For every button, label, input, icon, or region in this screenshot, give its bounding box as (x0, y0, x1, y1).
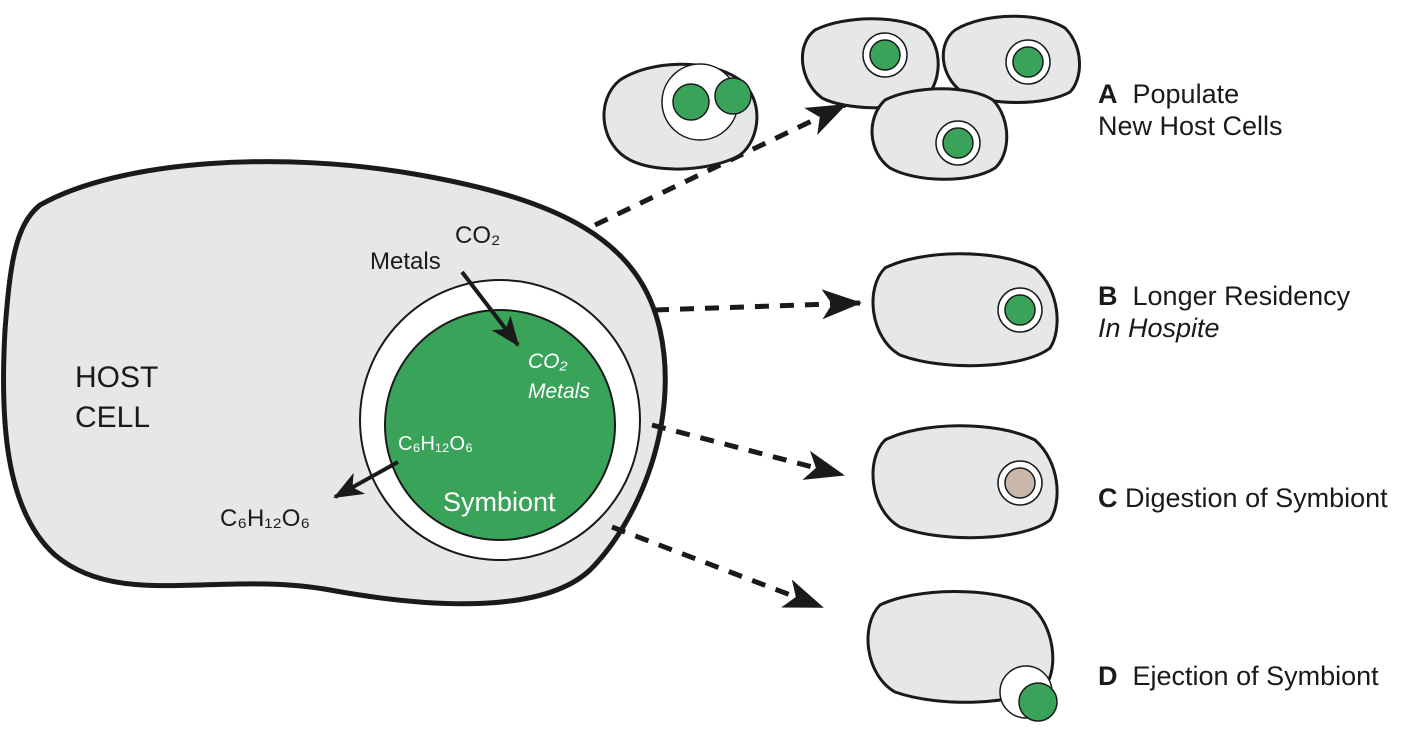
metals-outside-label: Metals (370, 248, 441, 275)
glucose-outflow-arrow (333, 460, 399, 499)
arrow-to-residency (654, 289, 862, 320)
symbiont-label: Symbiont (443, 487, 556, 517)
glucose-inside-label: C₆H₁₂O₆ (398, 433, 474, 455)
outcome-b-line2: In Hospite (1098, 313, 1220, 343)
outcome-b-line1: Longer Residency (1132, 281, 1351, 311)
arrow-to-digestion (651, 422, 845, 480)
host-cell-label: HOST CELL (75, 358, 158, 438)
residency-host-cell (871, 252, 1059, 368)
outcome-c-letter: C (1098, 483, 1118, 513)
digestion-host-cell (871, 424, 1059, 540)
outcome-c: C Digestion of Symbiont (1098, 482, 1388, 514)
outcome-d: D Ejection of Symbiont (1098, 660, 1379, 692)
host-label-line2: CELL (75, 401, 151, 434)
glucose-outside-label: C₆H₁₂O₆ (220, 505, 311, 532)
dividing-host-cell (602, 62, 759, 171)
metals-inside-label: Metals (528, 380, 590, 403)
outcome-c-line1: Digestion of Symbiont (1125, 483, 1388, 513)
new-host-cell-2 (941, 14, 1081, 104)
outcome-d-line1: Ejection of Symbiont (1132, 661, 1379, 691)
ejection-host-cell (866, 590, 1058, 722)
co2-outside-label: CO₂ (455, 222, 501, 249)
host-label-line1: HOST (75, 361, 159, 394)
new-host-cell-3 (870, 87, 1009, 181)
symbiont (384, 309, 616, 541)
outcome-a-letter: A (1098, 79, 1118, 109)
outcome-a-line1: Populate (1132, 79, 1240, 109)
outcome-a-line2: New Host Cells (1098, 111, 1283, 141)
outcome-a: A Populate New Host Cells (1098, 78, 1283, 142)
outcome-b-letter: B (1098, 281, 1118, 311)
arrow-to-ejection (611, 524, 824, 610)
outcome-b: B Longer Residency In Hospite (1098, 280, 1350, 344)
new-host-cell-1 (800, 17, 940, 110)
nutrient-inflow-arrow (460, 270, 520, 347)
outcome-d-letter: D (1098, 661, 1118, 691)
co2-inside-label: CO₂ (528, 350, 568, 373)
